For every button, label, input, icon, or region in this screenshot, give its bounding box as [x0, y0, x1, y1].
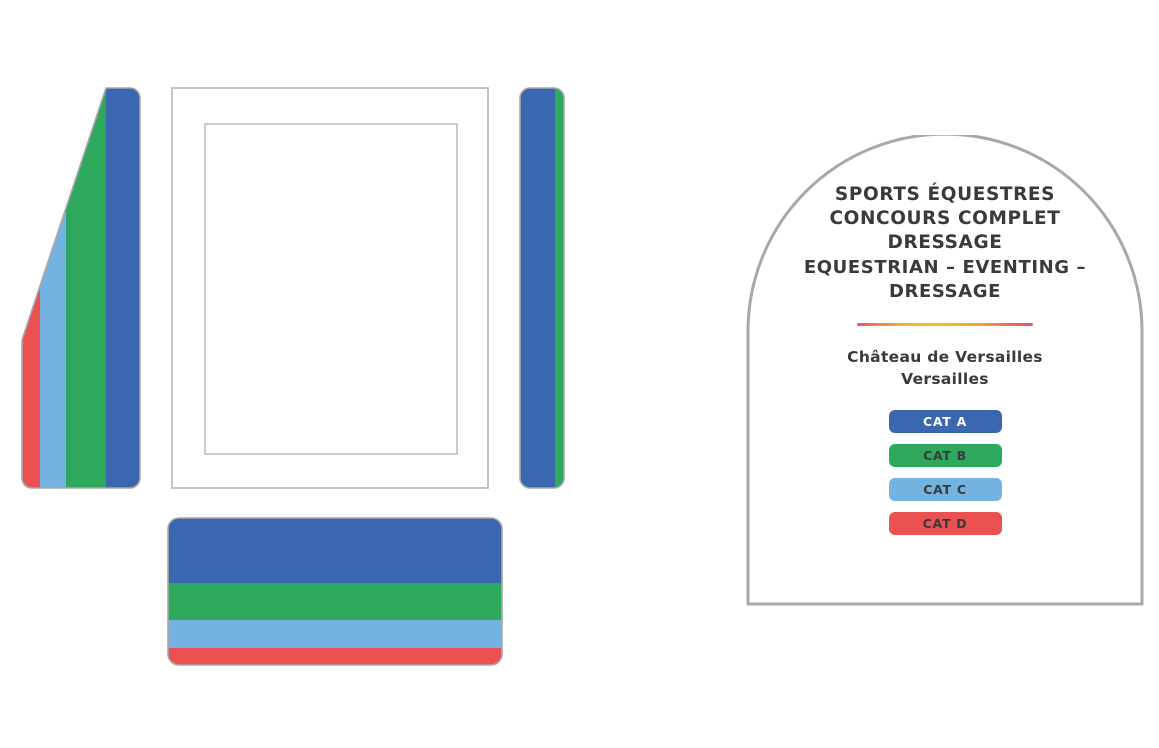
category-badge-list: CAT A CAT B CAT C CAT D — [888, 409, 1002, 535]
category-badge-b[interactable]: CAT B — [888, 443, 1002, 467]
right-stripe-a — [520, 88, 556, 488]
right-side-panel-outline — [519, 87, 565, 489]
right-stripe-d — [621, 84, 647, 494]
sign-title-fr-line-1: SPORTS ÉQUESTRES — [834, 184, 1056, 205]
arch-shape — [746, 135, 1144, 606]
bottom-band-b — [168, 583, 502, 620]
arch-sign-content: SPORTS ÉQUESTRES CONCOURS COMPLET DRESSA… — [745, 135, 1145, 607]
left-side-panel-stripes — [22, 88, 140, 488]
venue-city: Versailles — [901, 369, 989, 388]
panels-vector — [21, 84, 647, 666]
panel-dieline-group — [21, 84, 647, 666]
bottom-bar-panel-outline — [167, 517, 503, 666]
category-badge-a[interactable]: CAT A — [888, 409, 1002, 433]
sign-title-fr-line-3: DRESSAGE — [887, 232, 1003, 254]
venue-name: Château de Versailles — [847, 347, 1043, 366]
right-stripe-b — [555, 88, 564, 488]
left-stripe-c — [40, 88, 67, 488]
arch-sign-panel: SPORTS ÉQUESTRES CONCOURS COMPLET DRESSA… — [745, 135, 1145, 607]
left-stripe-a — [106, 88, 140, 488]
bottom-band-a — [168, 518, 502, 583]
center-frame-inner — [204, 123, 458, 455]
right-side-panel-stripes — [520, 84, 647, 494]
sign-title-block: SPORTS ÉQUESTRES CONCOURS COMPLET DRESSA… — [745, 183, 1145, 303]
category-badge-d[interactable]: CAT D — [888, 511, 1002, 535]
gradient-divider — [857, 322, 1033, 326]
arch-outline-vector — [746, 135, 1144, 606]
bottom-bar-panel-bands — [168, 518, 502, 665]
bottom-band-c — [168, 620, 502, 648]
right-stripe-c — [595, 84, 622, 494]
left-side-panel-outline — [21, 87, 141, 489]
bottom-band-d — [168, 648, 502, 665]
sign-title-en: EQUESTRIAN – EVENTING – DRESSAGE — [803, 257, 1087, 302]
center-frame-panel-shape — [171, 87, 489, 489]
venue-block: Château de Versailles Versailles — [847, 346, 1043, 390]
category-badge-c[interactable]: CAT C — [888, 477, 1002, 501]
sign-title-fr-line-2: CONCOURS COMPLET — [829, 208, 1061, 230]
